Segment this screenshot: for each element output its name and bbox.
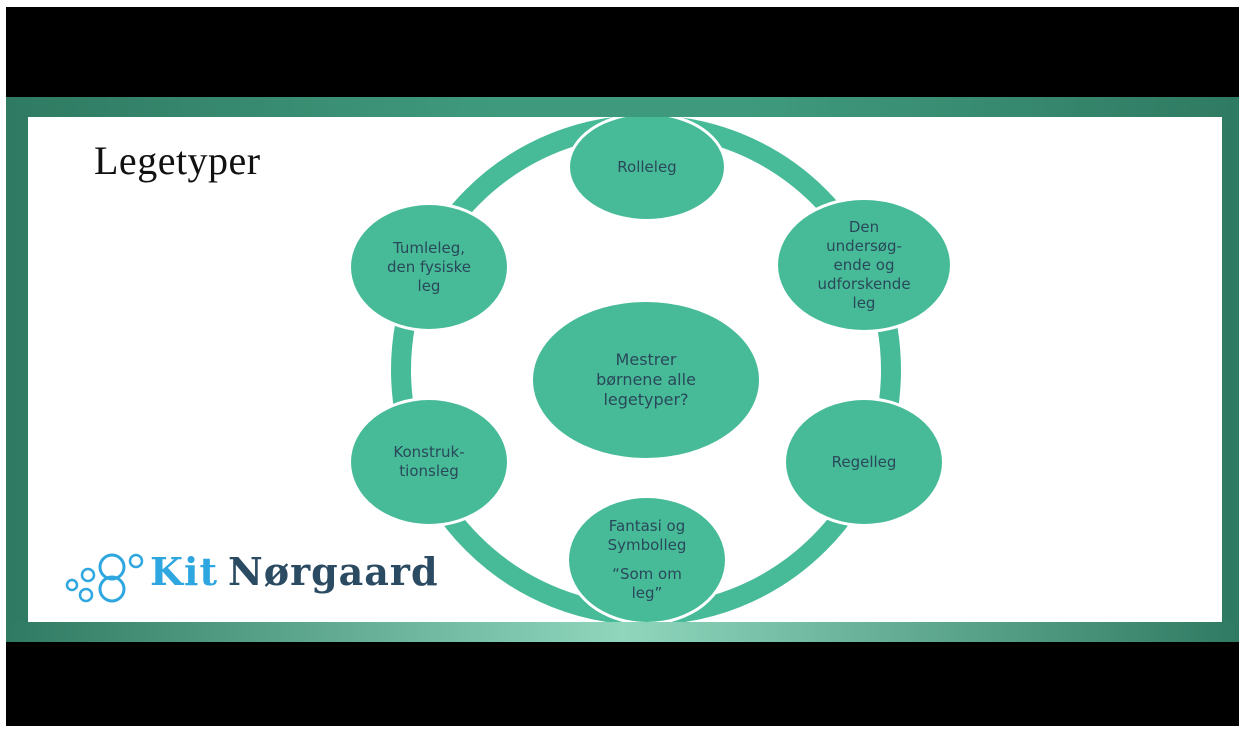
node-label: Tumleleg, den fysiske leg: [386, 238, 472, 295]
cycle-node-rolleleg: Rolleleg: [567, 117, 727, 222]
node-label: “Som om leg”: [612, 565, 682, 602]
center-label: Mestrer børnene alle legetyper?: [596, 350, 696, 409]
slide-title: Legetyper: [94, 138, 261, 183]
logo-word-kit: Kit: [150, 549, 219, 594]
node-label: Fantasi og Symbolleg: [607, 517, 687, 554]
node-label: Rolleleg: [617, 157, 677, 176]
node-label: Konstruk- tionsleg: [393, 443, 465, 480]
cycle-node-regelleg: Regelleg: [783, 397, 945, 527]
cycle-node-konstruktionsleg: Konstruk- tionsleg: [348, 397, 510, 527]
slide: Legetyper Rolleleg Den undersøg- ende og…: [28, 117, 1222, 622]
logo-word-norgaard: Nørgaard: [228, 549, 439, 594]
cycle-node-tumleleg: Tumleleg, den fysiske leg: [348, 202, 510, 332]
cycle-node-fantasi: Fantasi og Symbolleg “Som om leg”: [566, 495, 728, 622]
slide-frame-glow: [6, 622, 1239, 642]
cycle-node-undersoegende: Den undersøg- ende og udforskende leg: [775, 197, 953, 333]
node-label-group: Fantasi og Symbolleg “Som om leg”: [600, 517, 695, 603]
bubbles-icon: [65, 553, 144, 603]
node-label: Regelleg: [831, 452, 897, 471]
cycle-center-node: Mestrer børnene alle legetyper?: [530, 299, 762, 461]
node-label: Den undersøg- ende og udforskende leg: [817, 217, 911, 312]
